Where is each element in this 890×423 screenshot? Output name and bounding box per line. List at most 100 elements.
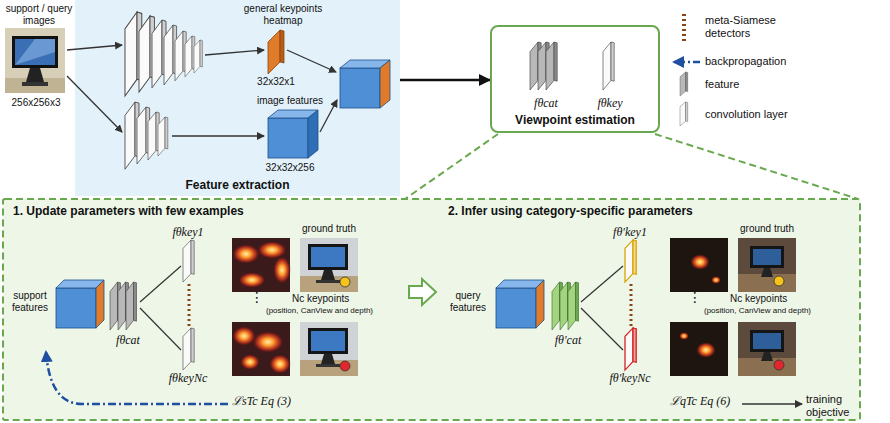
ground-truth-image <box>311 247 345 267</box>
function-label: fθ′cat <box>542 334 594 348</box>
heatmap-image <box>232 238 290 292</box>
ground-truth-image <box>340 361 350 371</box>
flow-arrow <box>172 135 264 136</box>
output-label: image features <box>250 95 330 107</box>
loss-label: ℒqTc Eq (6) <box>670 395 740 409</box>
node-title: 1. Update parameters with few examples <box>13 204 244 218</box>
ground-truth-image <box>753 333 781 349</box>
flow-arrow <box>67 45 122 50</box>
feature-cube <box>380 60 390 108</box>
output-label: Nc keypoints <box>292 293 382 305</box>
heatmap-image <box>679 332 689 340</box>
backprop-arrow <box>46 352 228 404</box>
conv-stack <box>175 31 186 81</box>
ground-truth-image <box>321 270 335 280</box>
ground-truth-image <box>774 276 784 286</box>
feature-cube <box>496 280 544 328</box>
ground-truth-image <box>340 277 350 287</box>
heatmap-image <box>670 322 728 376</box>
guide-line <box>405 134 858 199</box>
feature-cube <box>56 288 96 328</box>
legend-sample <box>680 102 688 126</box>
feature-cube <box>496 288 536 328</box>
panel-background <box>75 0 400 196</box>
heatmap-image <box>670 238 728 292</box>
note-text: (position, CanView and depth) <box>266 306 402 315</box>
ground-truth-image <box>750 330 784 352</box>
function-label: fθ′key1 <box>602 226 658 240</box>
function-label: fθcat <box>524 97 568 111</box>
ground-truth-image <box>311 331 345 351</box>
input-label: support features <box>5 290 55 313</box>
function-label: fθkey1 <box>160 226 216 240</box>
legend-sample <box>682 14 686 44</box>
ground-truth-image <box>761 268 773 277</box>
input-photo <box>15 39 55 65</box>
feature-cube <box>536 280 544 328</box>
conv-stack <box>552 240 636 370</box>
flow-arrow <box>400 79 490 82</box>
node-title: 2. Infer using category-specific paramet… <box>448 204 693 218</box>
conv-stack <box>603 42 614 90</box>
heatmap-image <box>690 254 710 270</box>
loss-label: ℒsTc Eq (3) <box>232 395 312 409</box>
legend-sample <box>674 14 700 126</box>
flow-arrow <box>140 308 181 350</box>
function-label: fθcat <box>102 334 154 348</box>
backprop-arrow <box>46 352 228 404</box>
heatmap-image <box>696 342 716 358</box>
legend-text: meta-Siamese detectors <box>705 14 797 40</box>
legend-sample <box>680 72 688 96</box>
node-title: Feature extraction <box>185 178 289 192</box>
conv-stack <box>110 240 194 370</box>
function-label: fθ′keyNc <box>600 372 660 386</box>
conv-stack <box>625 328 636 370</box>
panel-background <box>3 199 860 420</box>
ground-truth-image <box>321 354 335 364</box>
conv-stack <box>125 12 202 169</box>
output-label: Nc keypoints <box>730 293 820 305</box>
heatmap-slab <box>280 30 284 63</box>
flow-arrow <box>140 266 181 302</box>
ground-truth-image <box>753 249 781 265</box>
ground-truth-image <box>300 322 358 376</box>
ground-truth-image <box>761 352 773 361</box>
conv-stack <box>158 117 168 156</box>
input-label: query features <box>443 290 493 313</box>
input-photo <box>22 82 48 86</box>
feature-cube <box>340 68 380 108</box>
ground-truth-image <box>750 246 784 268</box>
heatmap-slab <box>268 30 280 74</box>
conv-stack <box>183 328 194 370</box>
note-text: (position, CanView and depth) <box>704 306 844 315</box>
heatmap-image <box>240 354 260 370</box>
feature-cube <box>56 280 104 328</box>
input-photo <box>5 28 65 93</box>
panel-background <box>3 0 860 420</box>
module-panel: Feature extraction <box>75 0 400 196</box>
flow-arrow <box>287 50 336 72</box>
ground-truth-image <box>316 280 340 283</box>
flow-arrow <box>581 266 623 302</box>
heatmap-image <box>238 272 266 288</box>
function-label: fθkey <box>588 97 632 111</box>
feature-cube <box>308 110 318 158</box>
output-label: training objective <box>806 393 860 418</box>
heatmap-image <box>232 322 290 376</box>
heatmap-image <box>269 354 291 374</box>
flow-arrow <box>581 308 623 350</box>
flow-arrow <box>205 50 264 55</box>
function-label: fθkeyNc <box>158 372 218 386</box>
guide-line <box>655 134 858 199</box>
dimension-label: 32x32x256 <box>252 162 328 174</box>
output-label: general keypoints heatmap <box>236 3 330 26</box>
legend-text: convolution layer <box>705 108 825 121</box>
guide-line <box>405 134 498 199</box>
conv-stack <box>148 112 159 160</box>
input-photo <box>12 36 58 68</box>
conv-stack <box>568 282 579 330</box>
input-photo <box>26 68 44 82</box>
siamese-link <box>630 284 633 326</box>
feature-cube <box>268 118 308 158</box>
